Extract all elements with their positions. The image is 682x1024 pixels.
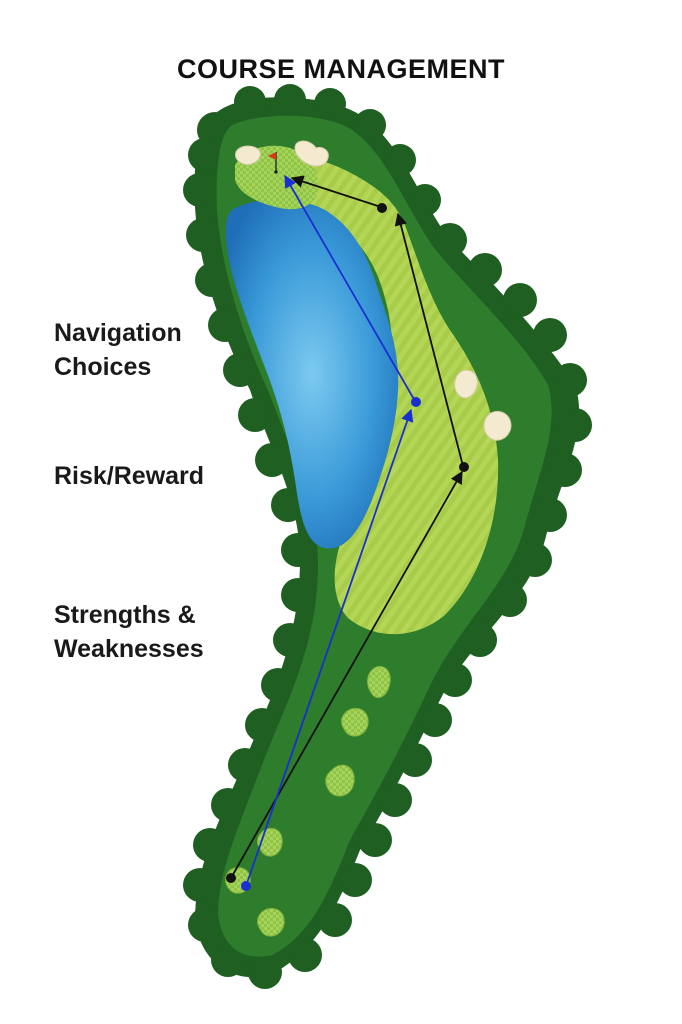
bunker-fairway-1 bbox=[454, 369, 478, 399]
black-route-third-shot bbox=[290, 175, 382, 208]
label-risk-reward: Risk/Reward bbox=[54, 462, 205, 490]
tee-box-5 bbox=[257, 908, 285, 937]
label-navigation-line2: Choices bbox=[54, 353, 152, 381]
black-route-second-shot bbox=[394, 212, 464, 467]
bunker-green-left bbox=[235, 145, 261, 165]
black-ball-markers bbox=[226, 203, 469, 883]
bunker-green-right bbox=[294, 140, 329, 167]
black-route bbox=[230, 175, 464, 879]
tee-box-1 bbox=[367, 666, 391, 698]
sand-bunkers bbox=[235, 140, 512, 441]
label-strengths-line1: Strengths & bbox=[54, 601, 196, 629]
ball-marker-icon bbox=[377, 203, 387, 213]
blue-route bbox=[245, 174, 416, 887]
black-route-tee-shot bbox=[230, 470, 463, 879]
bunker-fairway-2 bbox=[483, 411, 512, 441]
ball-marker-icon bbox=[459, 462, 469, 472]
label-strengths-weaknesses: Strengths & Weaknesses bbox=[54, 598, 204, 666]
water-hazard bbox=[225, 199, 399, 549]
page-title: COURSE MANAGEMENT bbox=[176, 54, 505, 84]
blue-ball-markers bbox=[241, 397, 421, 891]
label-navigation-choices: Navigation Choices bbox=[54, 316, 182, 384]
flag-icon bbox=[268, 152, 278, 174]
tree-clumps bbox=[183, 84, 592, 989]
blue-route-approach bbox=[284, 174, 416, 402]
tee-box-2 bbox=[341, 708, 369, 737]
label-navigation-line1: Navigation bbox=[54, 319, 182, 347]
ball-marker-icon bbox=[226, 873, 236, 883]
ball-marker-icon bbox=[411, 397, 421, 407]
ball-marker-icon bbox=[241, 881, 251, 891]
blue-route-tee-shot bbox=[245, 408, 414, 887]
tee-box-3 bbox=[325, 764, 355, 797]
label-strengths-line2: Weaknesses bbox=[54, 635, 204, 663]
